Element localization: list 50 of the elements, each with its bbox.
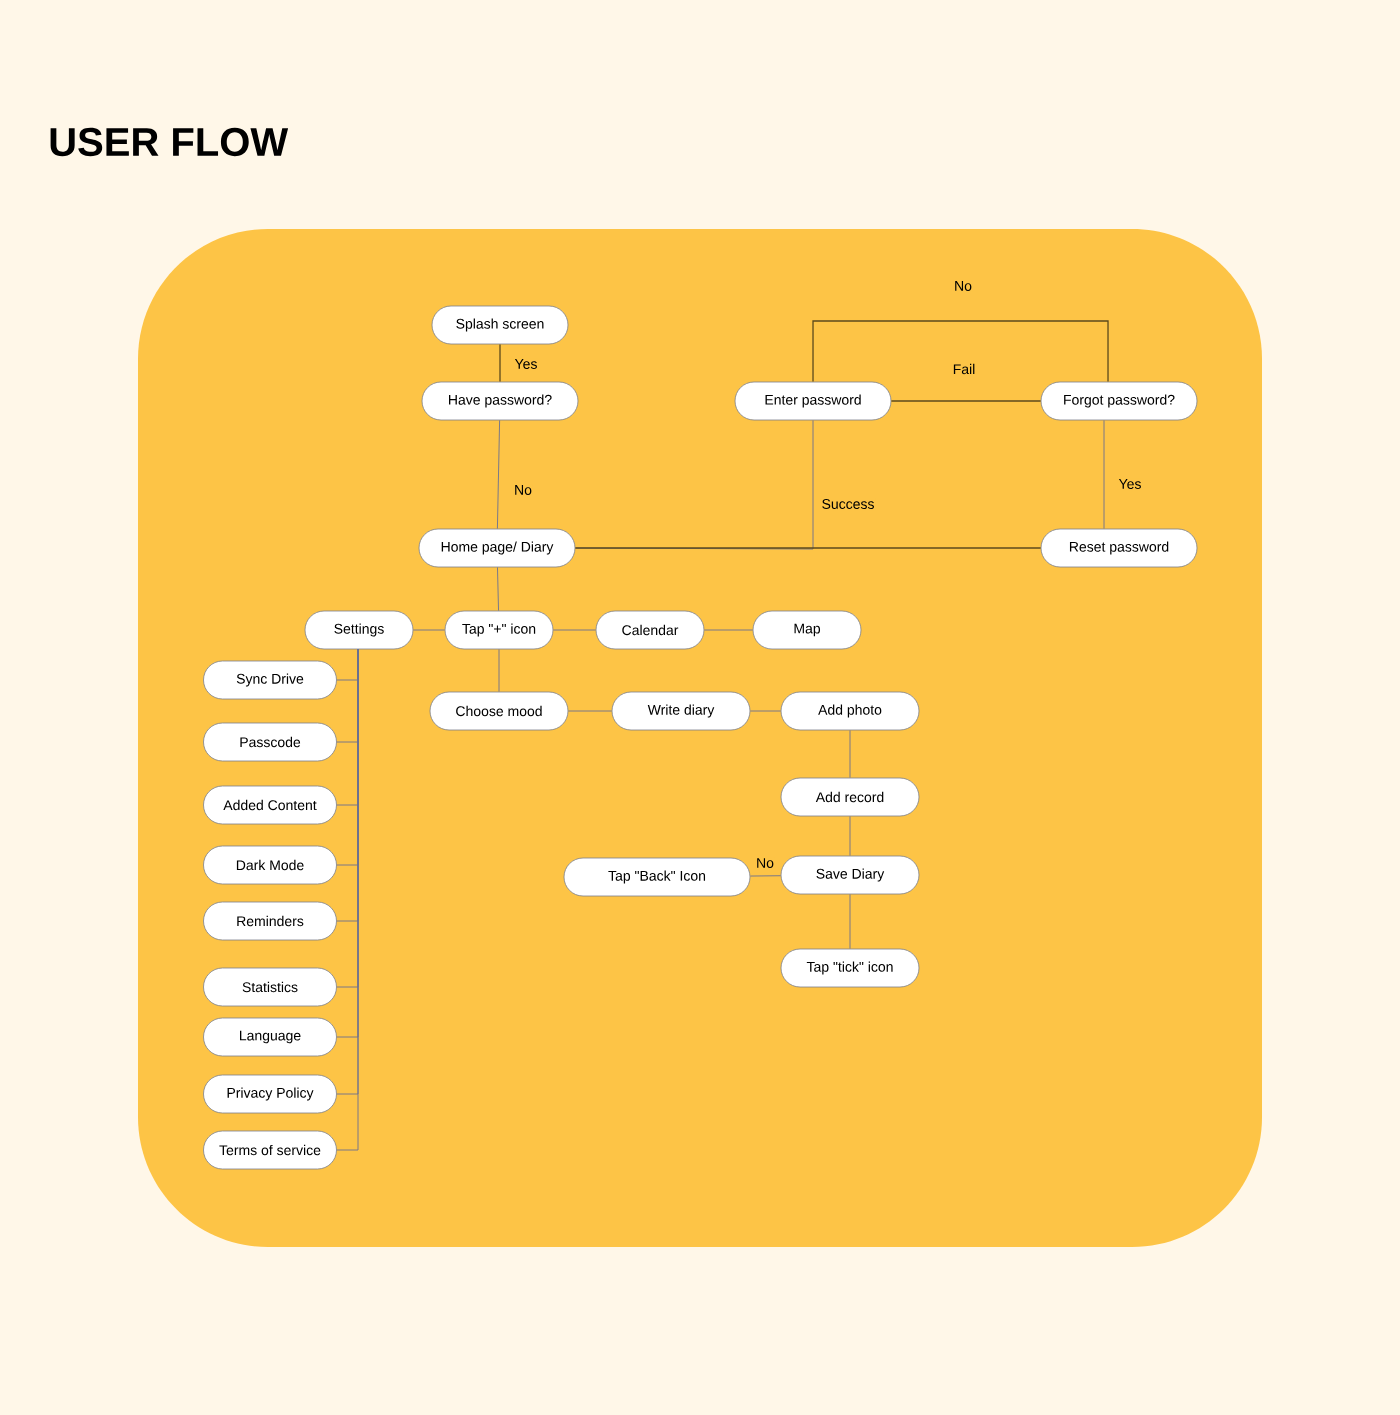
connector-line xyxy=(496,419,501,530)
process-pill: Save Diary xyxy=(780,855,920,895)
process-pill: Map xyxy=(752,610,862,650)
connector-line xyxy=(498,648,500,693)
connector-line xyxy=(749,710,782,712)
process-pill: Home page/ Diary xyxy=(418,528,576,568)
process-pill: Reminders xyxy=(203,901,337,941)
connector-line xyxy=(499,343,501,383)
connector-line xyxy=(749,875,782,877)
process-pill: Dark Mode xyxy=(203,845,337,885)
process-pill: Splash screen xyxy=(431,305,569,345)
process-pill: Terms of service xyxy=(203,1130,337,1170)
edge-label: Yes xyxy=(513,358,539,370)
process-pill: Added Content xyxy=(203,785,337,825)
process-pill: Sync Drive xyxy=(203,660,337,700)
connector-line xyxy=(567,710,613,712)
process-pill: Choose mood xyxy=(429,691,569,731)
process-pill: Tap "+" icon xyxy=(444,610,554,650)
process-pill: Have password? xyxy=(421,381,579,421)
connector-line xyxy=(412,629,446,631)
edge-label: No xyxy=(513,484,533,496)
title: USER FLOW xyxy=(50,127,289,157)
process-pill: Privacy Policy xyxy=(203,1074,337,1114)
process-pill: Passcode xyxy=(203,722,337,762)
process-pill: Calendar xyxy=(595,610,705,650)
connector-line xyxy=(812,320,1109,383)
process-pill: Language xyxy=(203,1017,337,1057)
process-pill: Settings xyxy=(304,610,414,650)
connector-line xyxy=(849,893,851,950)
connector-line xyxy=(1103,419,1105,530)
process-pill: Enter password xyxy=(734,381,892,421)
edge-label: Success xyxy=(820,498,876,510)
process-pill: Write diary xyxy=(611,691,751,731)
process-pill: Tap "Back" Icon xyxy=(563,857,751,897)
edge-label: No xyxy=(755,857,775,869)
connector-line xyxy=(574,547,1042,549)
connector-line xyxy=(849,815,851,857)
edge-label: No xyxy=(953,280,973,292)
connector-line xyxy=(703,629,754,631)
process-pill: Forgot password? xyxy=(1040,381,1198,421)
process-pill: Statistics xyxy=(203,967,337,1007)
connector-line xyxy=(890,400,1042,402)
connector-line xyxy=(849,729,851,779)
edge-label: Yes xyxy=(1117,478,1143,490)
process-pill: Tap "tick" icon xyxy=(780,948,920,988)
process-pill: Add photo xyxy=(780,691,920,731)
process-pill: Add record xyxy=(780,777,920,817)
connector-line xyxy=(552,629,597,631)
connector-line xyxy=(497,566,499,612)
process-pill: Reset password xyxy=(1040,528,1198,568)
